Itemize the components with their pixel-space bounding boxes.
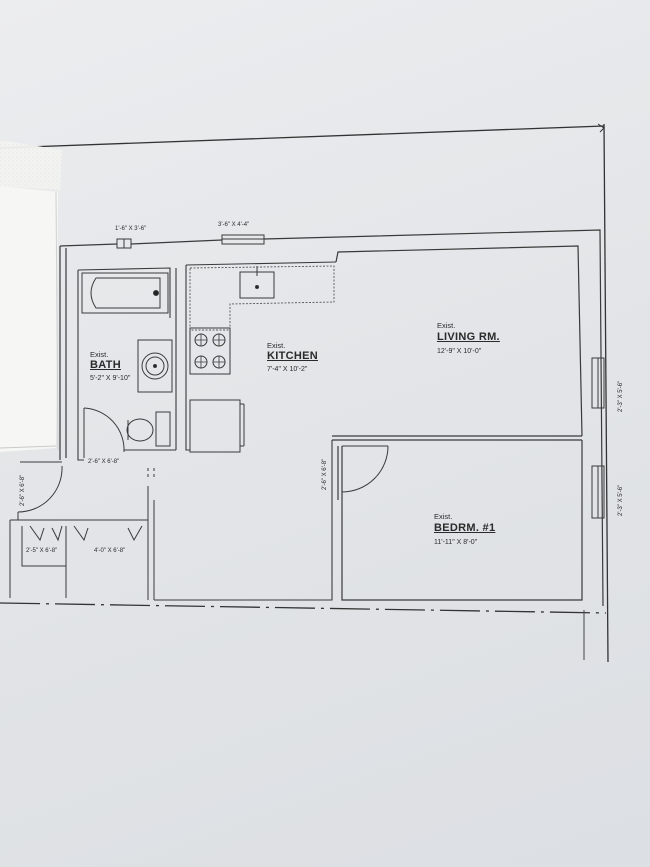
door-left-dims: 2'-6" X 6'-8": [20, 474, 26, 506]
bath-title: BATH: [90, 359, 121, 371]
kitchen-tag: Exist.: [267, 341, 286, 350]
bath-sink: [137, 339, 173, 393]
property-line-right: [603, 123, 609, 663]
door-bedroom-dims: 2'-6" X 6'-8": [322, 458, 328, 490]
bedroom-dims: 11'-11" X 8'-0": [434, 539, 478, 546]
living-dims: 12'-9" X 10'-0": [437, 348, 482, 355]
window-bedroom-dims: 2'-3" X 5'-6": [618, 484, 624, 516]
masking-tape: [0, 140, 62, 452]
dash-dot-line: [0, 602, 607, 614]
property-line-top: [0, 125, 605, 149]
window-kitchen-dims: 3'-6" X 4'-4": [218, 222, 250, 228]
door-bath-dims: 2'-6" X 6'-8": [88, 459, 120, 465]
window-living: [591, 357, 605, 409]
bedroom-walls: [337, 440, 583, 601]
kitchen-title: KITCHEN: [267, 350, 318, 362]
refrigerator: [189, 399, 245, 453]
window-bath: [116, 238, 132, 249]
stove: [189, 327, 231, 375]
living-tag: Exist.: [437, 321, 456, 330]
closet-large-dims: 4'-0" X 6'-8": [94, 548, 126, 554]
window-living-dims: 2'-3" X 5'-6": [618, 380, 624, 412]
living-title: LIVING RM.: [437, 331, 500, 343]
living-walls: [332, 245, 583, 441]
bath-door: [83, 407, 125, 458]
bath-walls: [77, 267, 177, 461]
kitchen-walls: [154, 261, 337, 601]
toilet: [126, 411, 171, 447]
bath-tag: Exist.: [90, 350, 109, 359]
bathtub: [81, 272, 169, 314]
left-door: [17, 461, 63, 520]
bedroom-door: [341, 445, 389, 493]
closets: [9, 519, 148, 598]
kitchen-dims: 7'-4" X 10'-2": [267, 366, 308, 373]
bath-dims: 5'-2" X 9'-10": [90, 375, 131, 382]
kitchen-sink: [239, 266, 275, 299]
bedroom-title: BEDRM. #1: [434, 522, 496, 534]
window-bedroom: [591, 465, 605, 519]
closet-small-dims: 2'-5" X 6'-8": [26, 548, 58, 554]
outer-walls: [59, 229, 604, 607]
window-kitchen: [221, 234, 265, 245]
bedroom-tag: Exist.: [434, 512, 453, 521]
window-bath-dims: 1'-6" X 3'-6": [115, 226, 147, 232]
